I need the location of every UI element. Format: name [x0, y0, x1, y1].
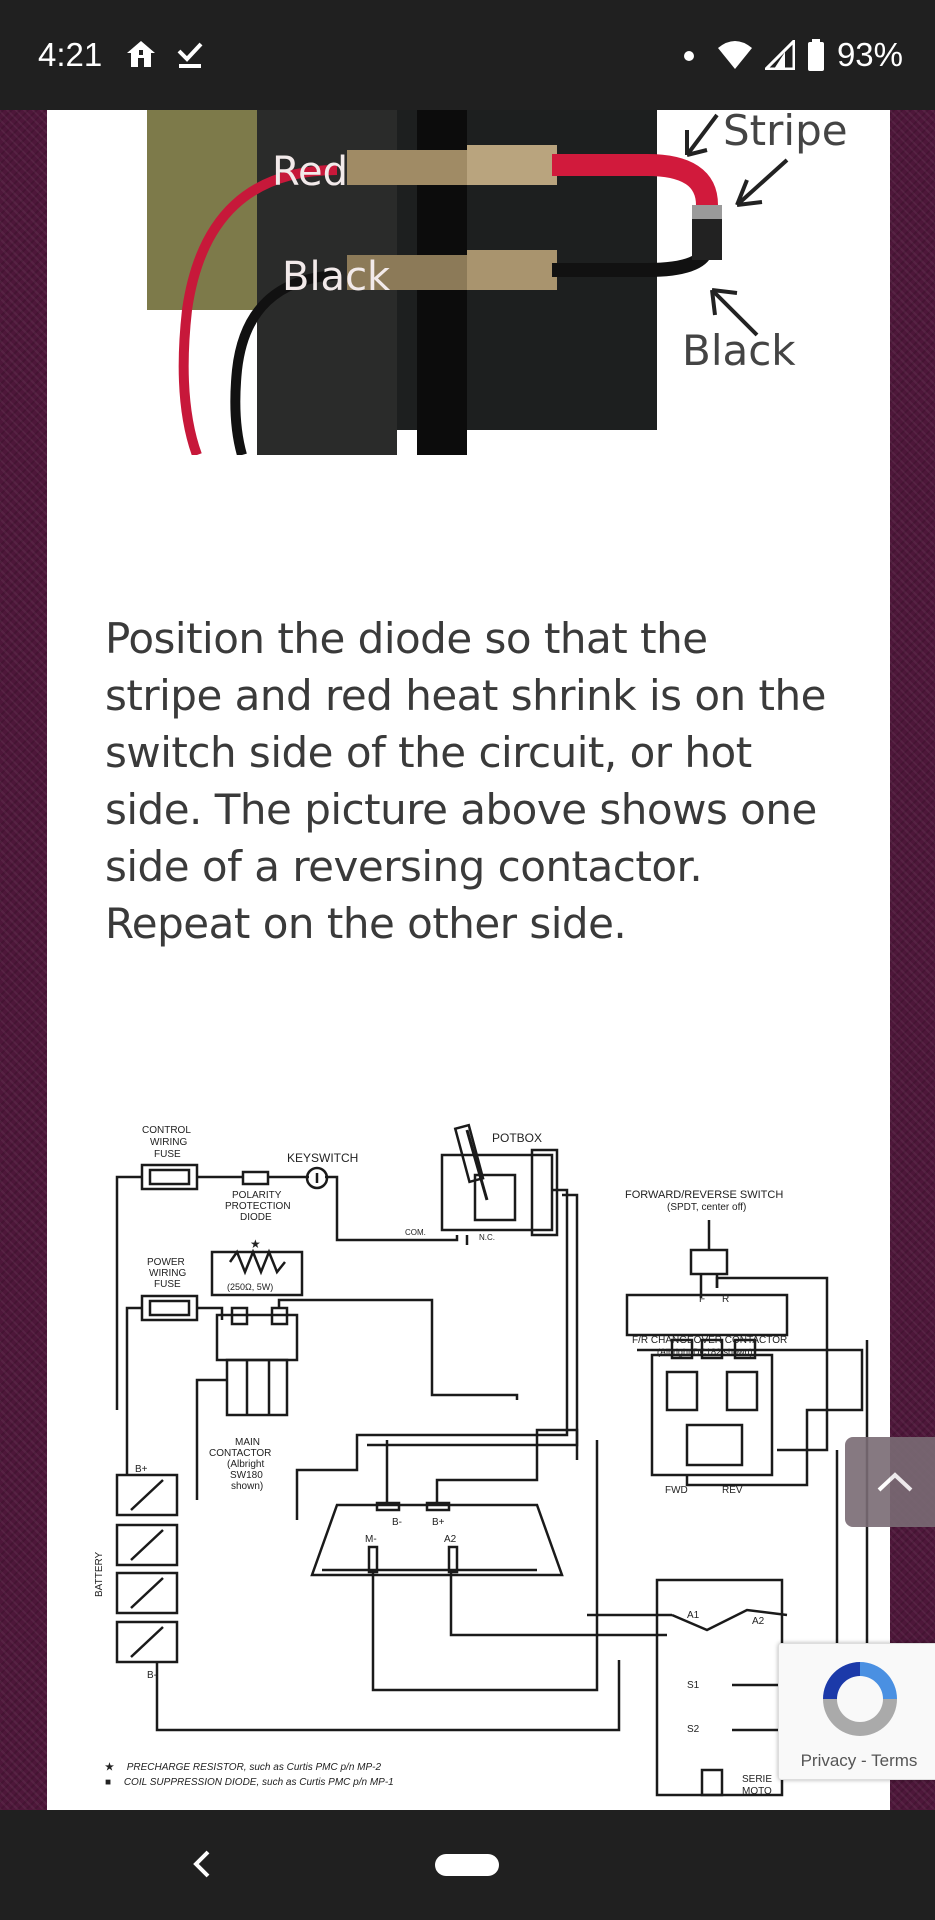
fwd-rev-switch-symbol [689, 1248, 729, 1276]
diag-fwd-label: FWD [665, 1485, 688, 1496]
diag-controller-a2: A2 [444, 1534, 457, 1545]
diag-changeover-sub: (Albright DC182 shown) [657, 1347, 753, 1357]
battery-cell [115, 1523, 179, 1567]
diag-rev-label: REV [722, 1485, 743, 1496]
diag-motor-s2: S2 [687, 1724, 700, 1735]
diag-motor-s1: S1 [687, 1680, 700, 1691]
download-done-icon [177, 42, 203, 68]
status-right-icons: 93% [681, 36, 903, 74]
diag-motor-label: MOTO [742, 1786, 772, 1797]
signal-icon [764, 40, 795, 70]
diag-diode-label: POLARITY [232, 1190, 282, 1201]
diag-battery-bminus: B- [147, 1670, 157, 1681]
diag-motor-a1: A1 [687, 1610, 700, 1621]
battery-icon [807, 39, 824, 71]
arrow-black [710, 288, 759, 337]
recaptcha-privacy-link[interactable]: Privacy [800, 1751, 857, 1770]
diag-main-contactor-label: SW180 [230, 1470, 263, 1481]
battery-cell [115, 1571, 179, 1615]
diag-diode-label: PROTECTION [225, 1201, 291, 1212]
diag-fr-switch-sub: (SPDT, center off) [667, 1202, 746, 1213]
diag-com-label: COM. [405, 1228, 426, 1237]
scroll-to-top-button[interactable] [845, 1437, 935, 1527]
caption-line: switch side of the circuit, or hot [105, 728, 752, 777]
contactor-photo: Red Black Stripe Black [47, 110, 890, 455]
home-icon [127, 41, 155, 67]
footnote-text: COIL SUPPRESSION DIODE, such as Curtis P… [123, 1777, 394, 1788]
diag-motor-a2: A2 [752, 1616, 765, 1627]
diag-main-contactor-label: (Albright [227, 1459, 264, 1470]
wifi-icon [717, 41, 752, 69]
diag-controller-mminus: M- [365, 1534, 377, 1545]
changeover-contactor [625, 1293, 789, 1337]
diagram-footnotes: ★ PRECHARGE RESISTOR, such as Curtis PMC… [105, 1762, 394, 1792]
diag-power-fuse-label: WIRING [149, 1268, 186, 1279]
recaptcha-terms-link[interactable]: Terms [871, 1751, 918, 1770]
diag-potbox-label: POTBOX [492, 1131, 542, 1145]
battery-percent: 93% [836, 36, 903, 73]
diag-r-label: R [722, 1294, 729, 1305]
diag-main-contactor-label: MAIN [235, 1437, 260, 1448]
diag-resistor-label: (250Ω, 5W) [227, 1282, 273, 1292]
diag-controller-bplus: B+ [432, 1517, 445, 1528]
battery-cell [115, 1473, 179, 1517]
motor-controller [310, 1503, 564, 1577]
diag-diode-label: DIODE [240, 1212, 272, 1223]
photo-label-stripe: Stripe [723, 110, 848, 155]
diag-controller-bminus: B- [392, 1517, 402, 1528]
main-contactor-symbol [215, 1313, 299, 1362]
diag-control-fuse-label: FUSE [154, 1149, 181, 1160]
footnote-text: PRECHARGE RESISTOR, such as Curtis PMC p… [126, 1762, 382, 1773]
caption-line: stripe and red heat shrink is on the [105, 671, 826, 720]
instruction-text: Position the diode so that the stripe an… [105, 610, 865, 952]
potbox-symbol [440, 1153, 554, 1232]
footnote-marker: ★ [105, 1762, 114, 1773]
photo-label-black-left: Black [282, 254, 391, 300]
diag-battery-label: BATTERY [94, 1551, 105, 1597]
wiring-diagram: CONTROL WIRING FUSE KEYSWITCH POLARITY P… [94, 1123, 869, 1797]
status-bar: 4:21 93% [0, 0, 935, 110]
diag-main-contactor-label: CONTACTOR [209, 1448, 271, 1459]
recaptcha-badge[interactable]: Privacy - Terms [778, 1643, 935, 1780]
diag-power-fuse-label: POWER [147, 1257, 185, 1268]
caption-line: Position the diode so that the [105, 614, 708, 663]
photo-label-red: Red [272, 149, 348, 195]
diag-motor-label: SERIE [742, 1774, 772, 1785]
photo-label-black-right: Black [682, 326, 796, 375]
status-left-icons [124, 38, 204, 70]
recaptcha-separator: - [856, 1751, 872, 1770]
diag-control-fuse-label: WIRING [150, 1137, 187, 1148]
diag-power-fuse-label: FUSE [154, 1279, 181, 1290]
recaptcha-logo-icon [823, 1662, 897, 1736]
footnote-marker: ■ [105, 1777, 112, 1788]
diag-control-fuse-label: CONTROL [142, 1125, 191, 1136]
caption-line: Repeat on the other side. [105, 899, 627, 948]
home-pill-button[interactable] [435, 1854, 499, 1876]
dot-icon [683, 51, 694, 61]
precharge-resistor [228, 1248, 286, 1276]
diag-nc-label: N.C. [479, 1233, 495, 1242]
caption-line: side of a reversing contactor. [105, 842, 703, 891]
diag-star: ★ [250, 1237, 261, 1251]
diag-main-contactor-label: shown) [231, 1481, 263, 1492]
recaptcha-links: Privacy - Terms [779, 1751, 935, 1771]
polarity-diode [241, 1170, 270, 1186]
diag-changeover-label: F/R CHANGEOVER CONTACTOR [632, 1335, 787, 1346]
diag-keyswitch-label: KEYSWITCH [287, 1151, 358, 1165]
caption-line: side. The picture above shows one [105, 785, 817, 834]
diag-f-label: F [699, 1294, 705, 1305]
chevron-up-icon [877, 1472, 913, 1492]
arrow-stripe-1 [685, 113, 719, 157]
arrow-stripe-2 [735, 158, 789, 207]
battery-cell [115, 1620, 179, 1664]
back-icon[interactable] [188, 1846, 216, 1882]
diag-battery-bplus: B+ [135, 1464, 148, 1475]
diag-fr-switch-label: FORWARD/REVERSE SWITCH [625, 1189, 783, 1201]
footnote: ★ PRECHARGE RESISTOR, such as Curtis PMC… [105, 1762, 394, 1773]
article-content: Red Black Stripe Black Position the diod… [47, 110, 890, 1810]
status-time: 4:21 [38, 36, 103, 73]
footnote: ■ COIL SUPPRESSION DIODE, such as Curtis… [105, 1777, 394, 1788]
